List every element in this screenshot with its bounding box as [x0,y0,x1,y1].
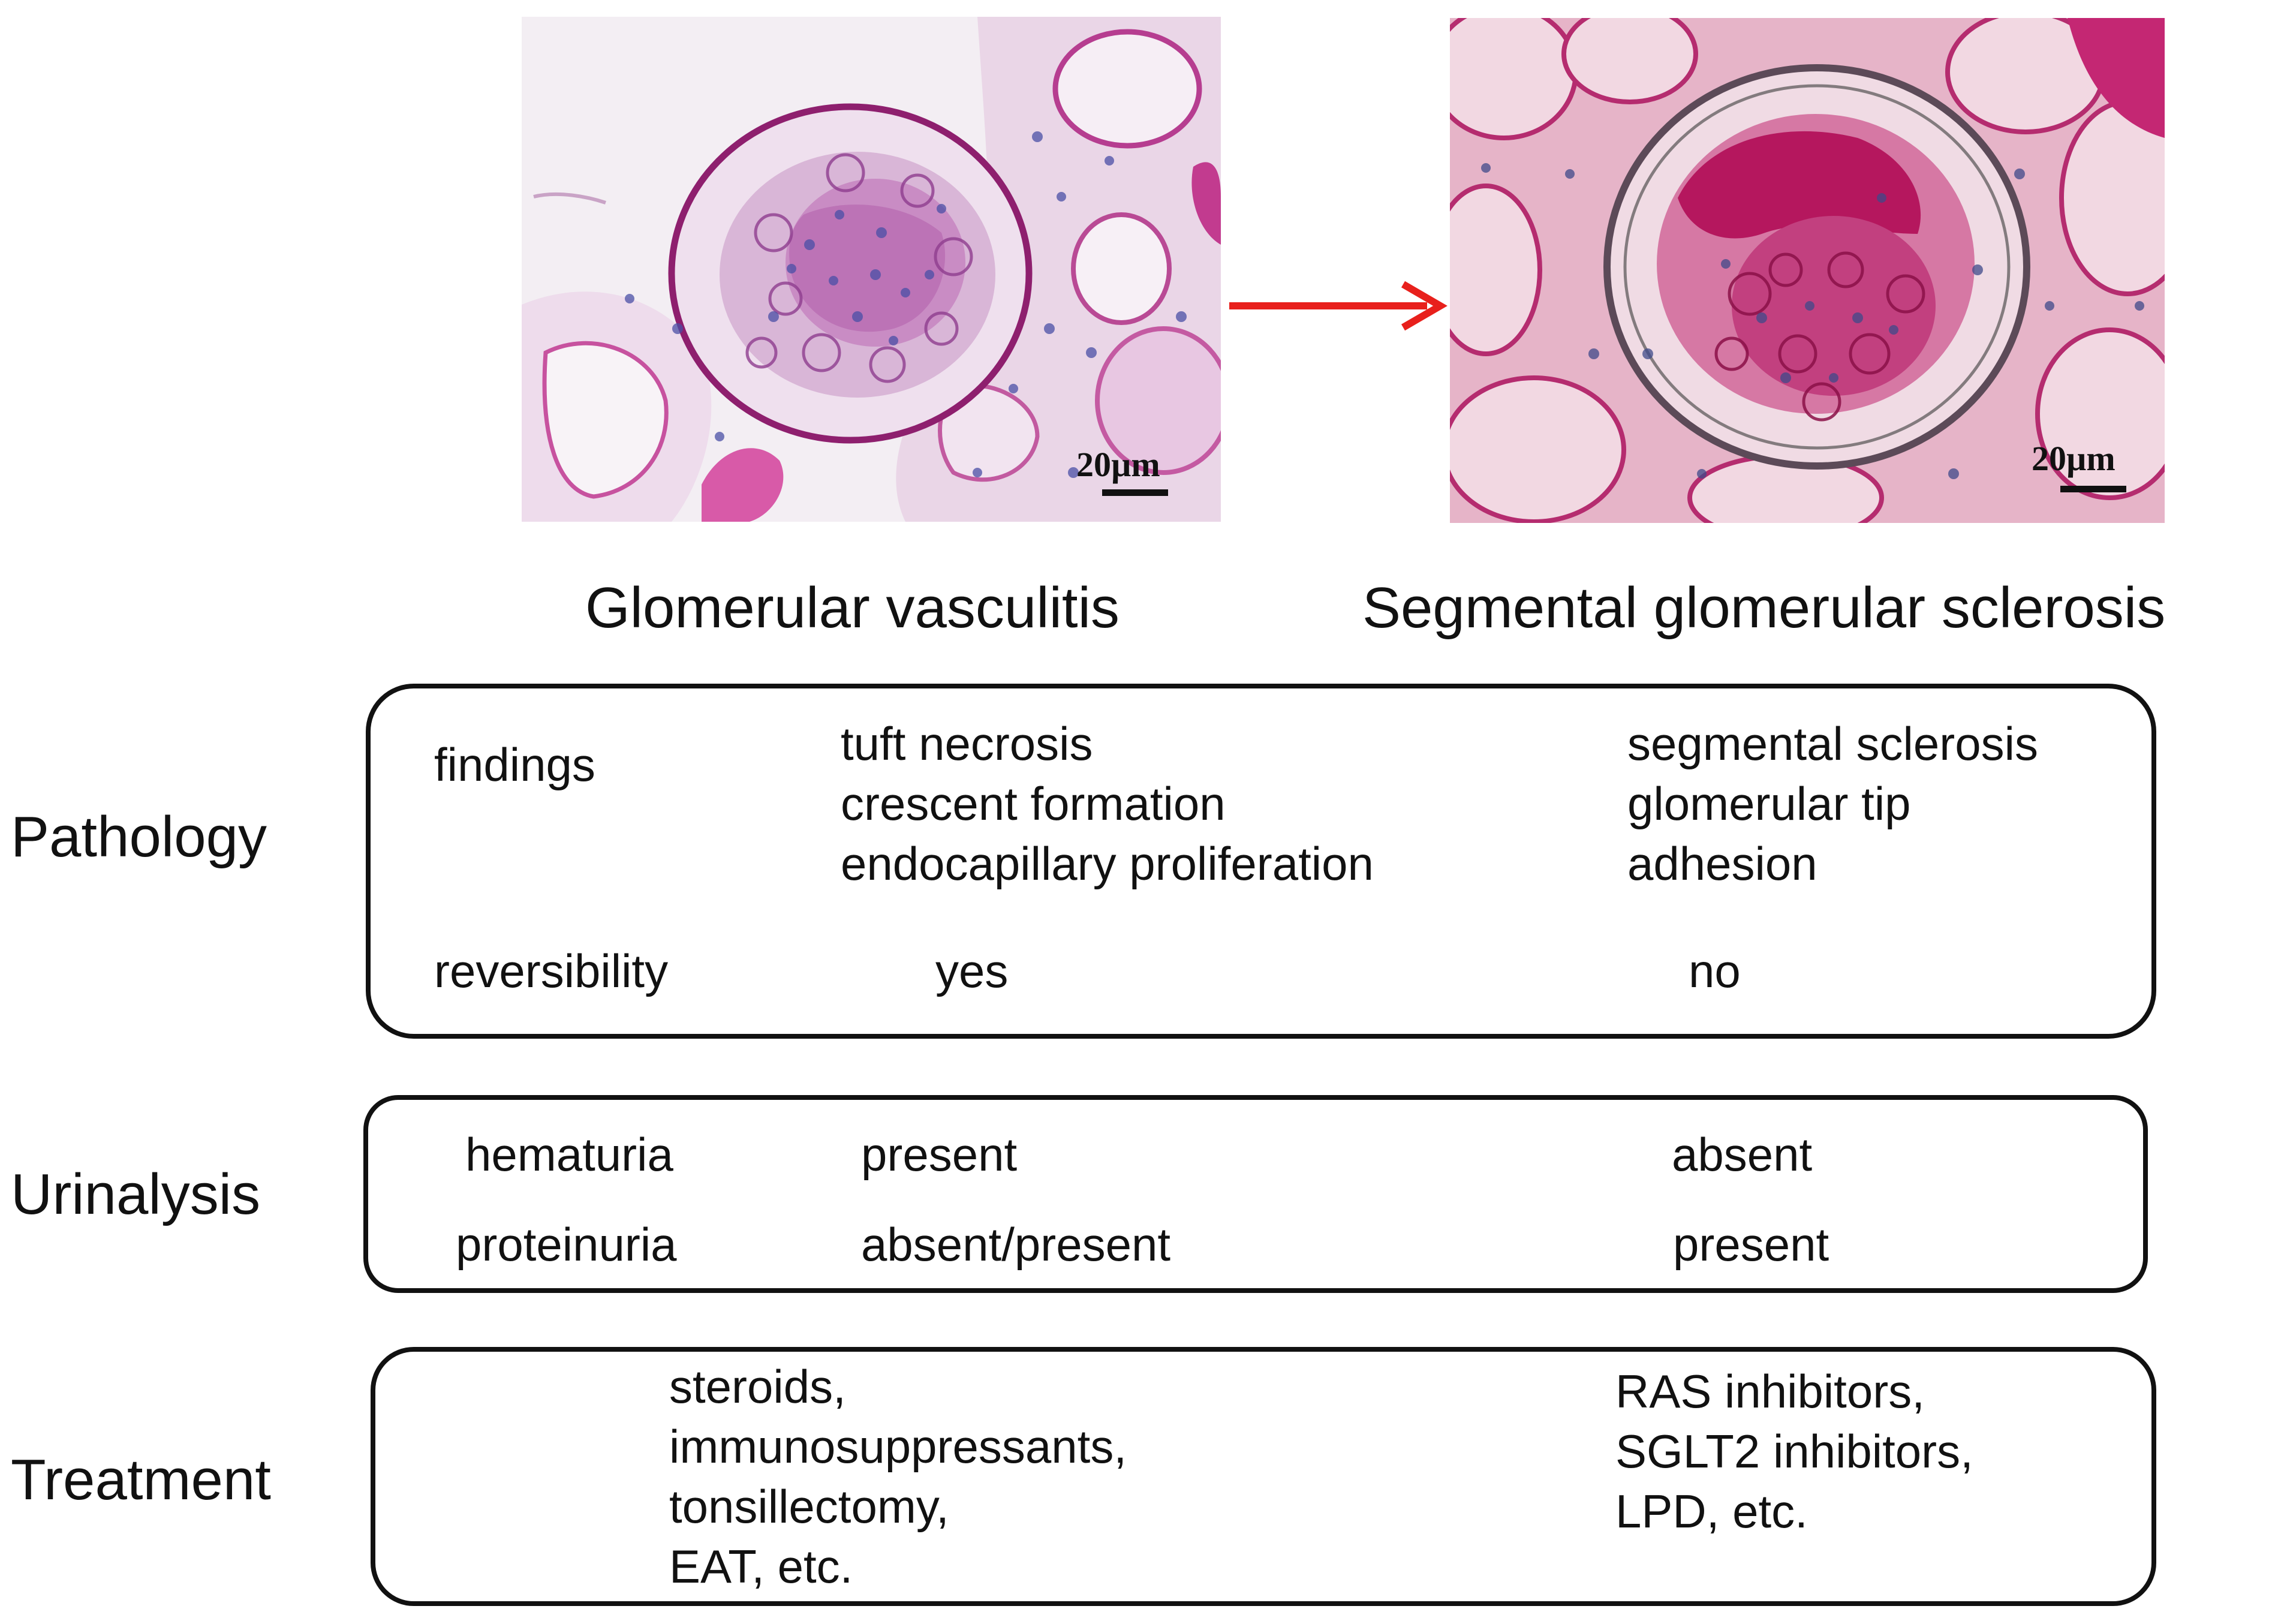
caption-segmental-glomerular-sclerosis: Segmental glomerular sclerosis [1362,576,2166,640]
row-label-pathology: Pathology [11,805,267,869]
reversibility-vasculitis: yes [935,945,1009,997]
finding-item: tuft necrosis [841,717,1093,770]
hematuria-vasculitis: present [861,1128,1018,1181]
row-label-urinalysis: Urinalysis [11,1162,261,1226]
reversibility-sclerosis: no [1689,945,1741,997]
hematuria-sclerosis: absent [1672,1128,1813,1181]
treatment-item: EAT, etc. [669,1540,853,1593]
hematuria-label: hematuria [465,1128,673,1181]
treatment-item: RAS inhibitors, [1615,1365,1925,1418]
urinalysis-panel [363,1095,2148,1293]
glomerular-vasculitis-micrograph: 20µm [522,17,1221,522]
finding-item: endocapillary proliferation [841,837,1374,890]
proteinuria-sclerosis: present [1673,1218,1829,1271]
treatment-item: immunosuppressants, [669,1420,1127,1473]
caption-glomerular-vasculitis: Glomerular vasculitis [585,576,1120,640]
scale-bar-label: 20µm [1076,445,1160,484]
row-label-treatment: Treatment [11,1448,271,1512]
progression-arrow [1229,281,1448,331]
finding-item: glomerular tip [1627,777,1911,830]
treatment-item: SGLT2 inhibitors, [1615,1425,1973,1478]
proteinuria-vasculitis: absent/present [861,1218,1171,1271]
proteinuria-label: proteinuria [456,1218,677,1271]
reversibility-label: reversibility [434,945,669,997]
finding-item: crescent formation [841,777,1226,830]
scale-bar [1102,489,1168,496]
treatment-item: tonsillectomy, [669,1480,949,1533]
segmental-sclerosis-micrograph: 20µm [1450,18,2165,523]
arrow-head [1401,281,1448,331]
treatment-panel [371,1347,2156,1606]
scale-bar [2060,486,2126,492]
treatment-item: LPD, etc. [1615,1485,1808,1538]
findings-sclerosis: segmental sclerosis glomerular tip adhes… [1627,714,2038,894]
treatment-sclerosis: RAS inhibitors, SGLT2 inhibitors, LPD, e… [1615,1361,1973,1541]
treatment-item: steroids, [669,1360,846,1413]
finding-item: adhesion [1627,837,1817,890]
scale-bar-label: 20µm [2032,439,2115,478]
findings-vasculitis: tuft necrosis crescent formation endocap… [841,714,1374,894]
treatment-vasculitis: steroids, immunosuppressants, tonsillect… [669,1357,1127,1596]
findings-label: findings [434,738,595,791]
pathology-panel [366,684,2156,1039]
finding-item: segmental sclerosis [1627,717,2038,770]
